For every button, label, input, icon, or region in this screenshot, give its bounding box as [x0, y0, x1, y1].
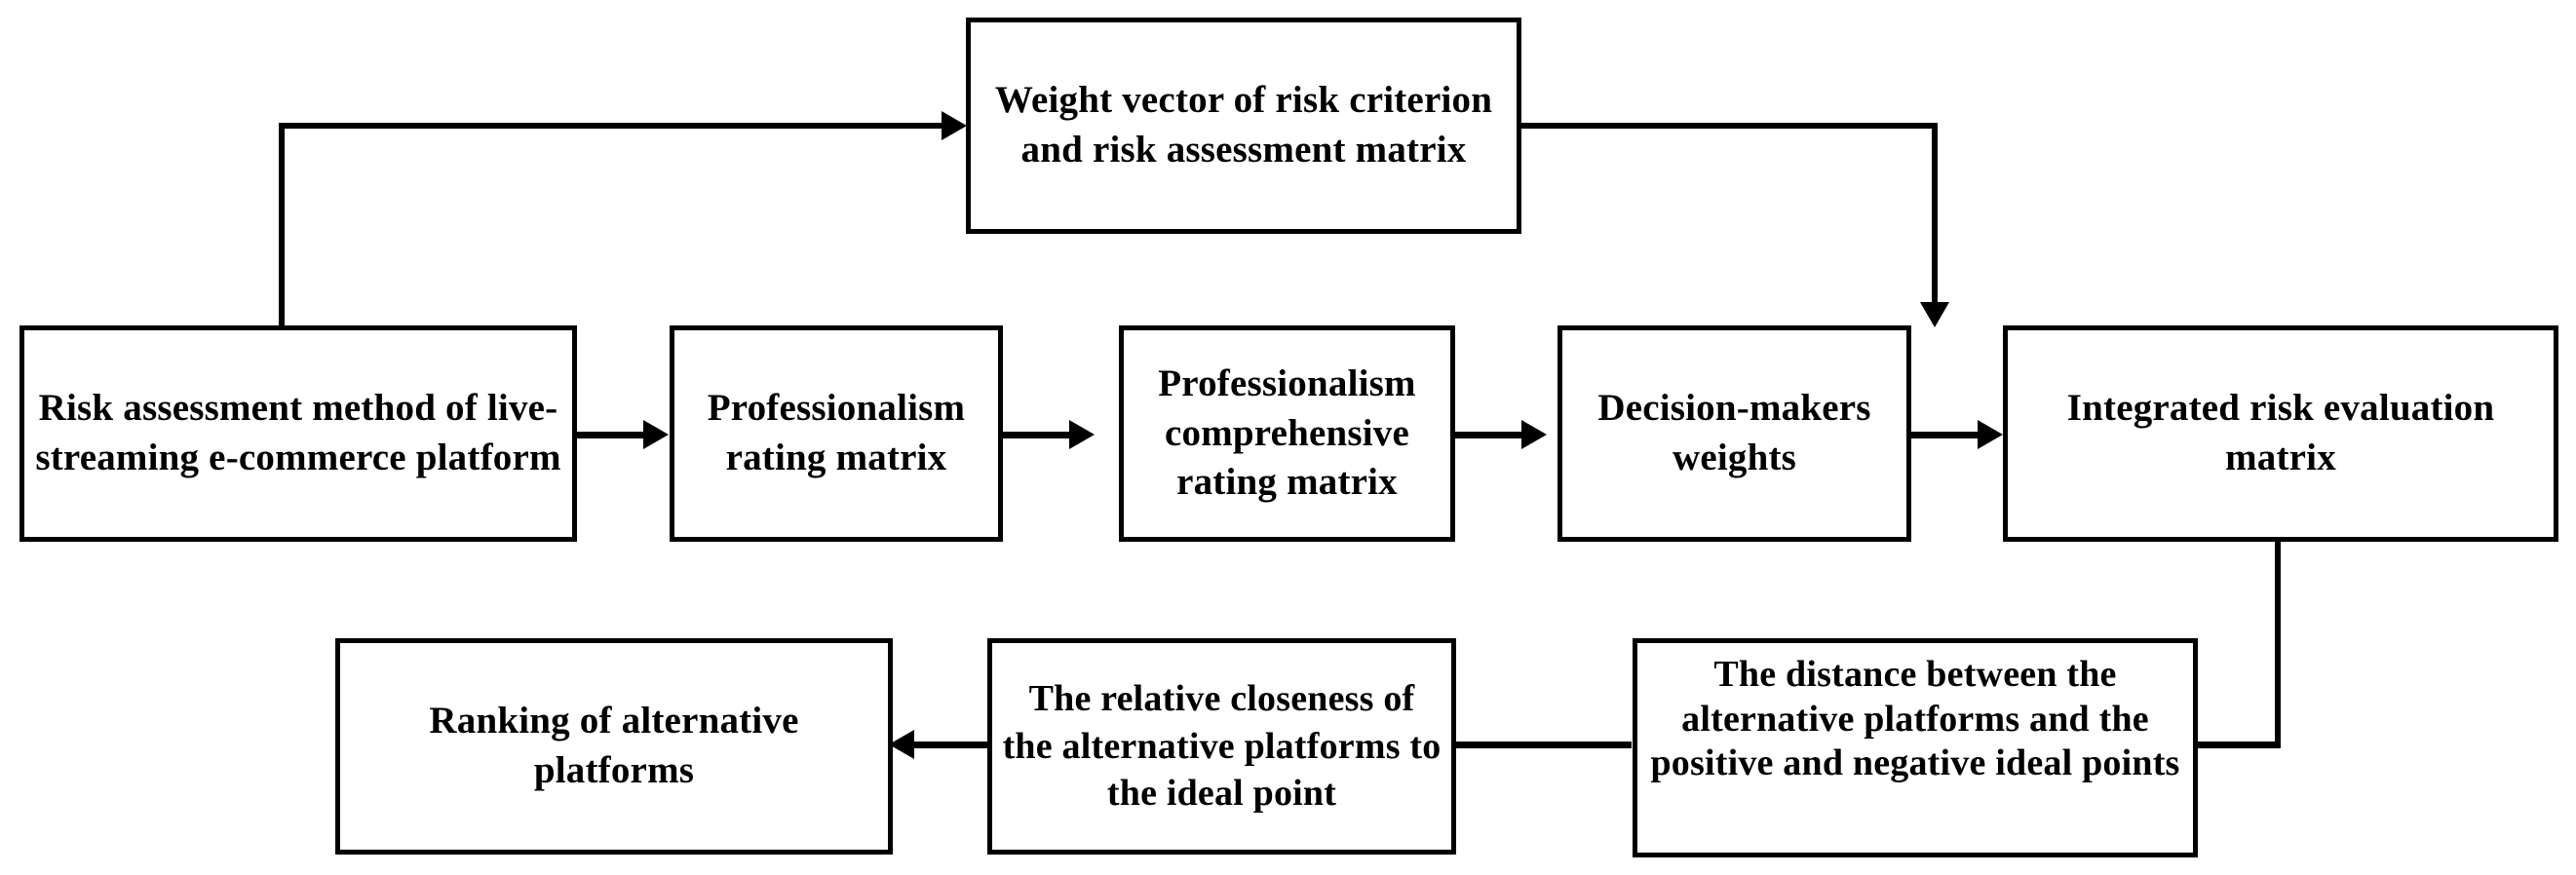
edge-method-to-weight-horizontal	[279, 123, 942, 129]
node-relative-closeness[interactable]: The relative closeness of the alternativ…	[987, 638, 1456, 855]
edge-weight-to-integrated-arrowhead	[1920, 302, 1949, 327]
edge-method-to-weight-arrowhead	[942, 111, 967, 140]
node-relative-closeness-label: The relative closeness of the alternativ…	[1002, 678, 1442, 815]
edge-closeness-to-ranking-arrowhead	[889, 730, 914, 759]
edge-weights-to-integrated-line	[1909, 432, 1980, 438]
node-weight-vector-label: Weight vector of risk criterion and risk…	[994, 79, 1493, 171]
edge-method-to-weight-vertical	[279, 123, 285, 329]
edge-integrated-to-distance-horizontal	[2198, 742, 2281, 748]
edge-weight-to-integrated-vertical	[1932, 123, 1938, 306]
node-decision-makers-weights[interactable]: Decision-makers weights	[1557, 325, 1911, 542]
edge-weight-to-integrated-horizontal	[1519, 123, 1938, 129]
node-ranking-alternative-platforms[interactable]: Ranking of alternative platforms	[335, 638, 893, 855]
edge-closeness-to-ranking-line	[914, 742, 992, 748]
edge-comprehensive-to-weights-line	[1453, 432, 1523, 438]
edge-distance-to-closeness-line	[1454, 742, 1632, 748]
node-professionalism-comprehensive-rating-matrix[interactable]: Professionalism comprehensive rating mat…	[1119, 325, 1455, 542]
edge-integrated-to-distance-vertical	[2275, 538, 2281, 744]
node-professionalism-comprehensive-rating-matrix-label: Professionalism comprehensive rating mat…	[1158, 361, 1416, 504]
edge-rating-to-comprehensive-line	[1001, 432, 1071, 438]
node-distance-ideal-points[interactable]: The distance between the alternative pla…	[1633, 638, 2198, 857]
node-professionalism-rating-matrix[interactable]: Professionalism rating matrix	[670, 325, 1003, 542]
node-risk-assessment-method[interactable]: Risk assessment method of live-streaming…	[19, 325, 577, 542]
node-ranking-alternative-platforms-label: Ranking of alternative platforms	[429, 700, 799, 791]
node-professionalism-rating-matrix-label: Professionalism rating matrix	[707, 387, 966, 478]
edge-method-to-rating-arrowhead	[643, 420, 669, 449]
node-risk-assessment-method-label: Risk assessment method of live-streaming…	[35, 387, 561, 478]
edge-weights-to-integrated-arrowhead	[1978, 420, 2003, 449]
edge-rating-to-comprehensive-arrowhead	[1069, 420, 1095, 449]
edge-method-to-rating-line	[575, 432, 645, 438]
node-distance-ideal-points-label: The distance between the alternative pla…	[1650, 654, 2180, 784]
node-integrated-risk-evaluation-matrix[interactable]: Integrated risk evaluation matrix	[2003, 325, 2558, 542]
edge-comprehensive-to-weights-arrowhead	[1521, 420, 1547, 449]
node-weight-vector[interactable]: Weight vector of risk criterion and risk…	[966, 18, 1521, 234]
node-integrated-risk-evaluation-matrix-label: Integrated risk evaluation matrix	[2066, 387, 2495, 478]
node-decision-makers-weights-label: Decision-makers weights	[1597, 387, 1871, 478]
